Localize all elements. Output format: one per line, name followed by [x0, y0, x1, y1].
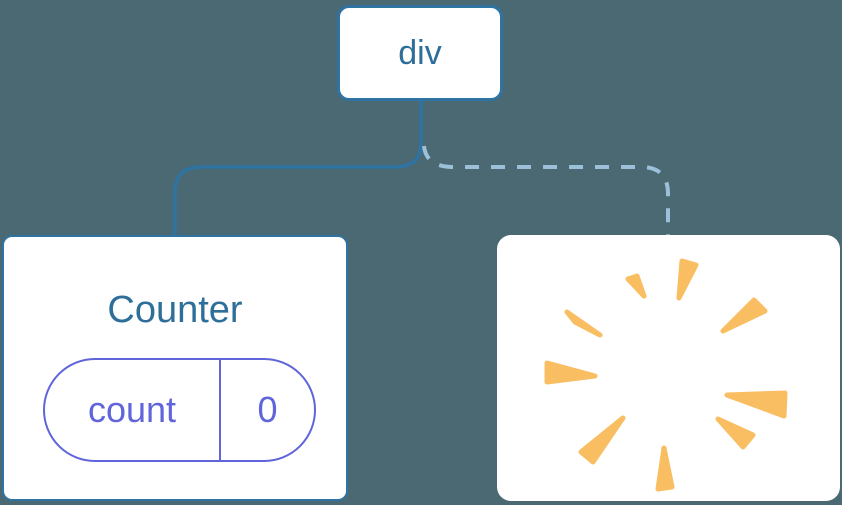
node-div: div: [337, 5, 503, 101]
counter-state-pill: count 0: [43, 358, 316, 462]
poof-starburst-icon: [544, 258, 788, 492]
node-removed: [497, 235, 840, 501]
node-div-label: div: [398, 33, 442, 72]
state-key-label: count: [45, 360, 221, 460]
poof-rays: [544, 258, 788, 492]
edge-div-to-counter: [173, 101, 423, 236]
node-counter: Counter count 0: [2, 235, 348, 501]
edge-div-to-removed: [422, 145, 670, 236]
counter-title: Counter: [107, 289, 243, 331]
state-value-label: 0: [257, 389, 278, 430]
